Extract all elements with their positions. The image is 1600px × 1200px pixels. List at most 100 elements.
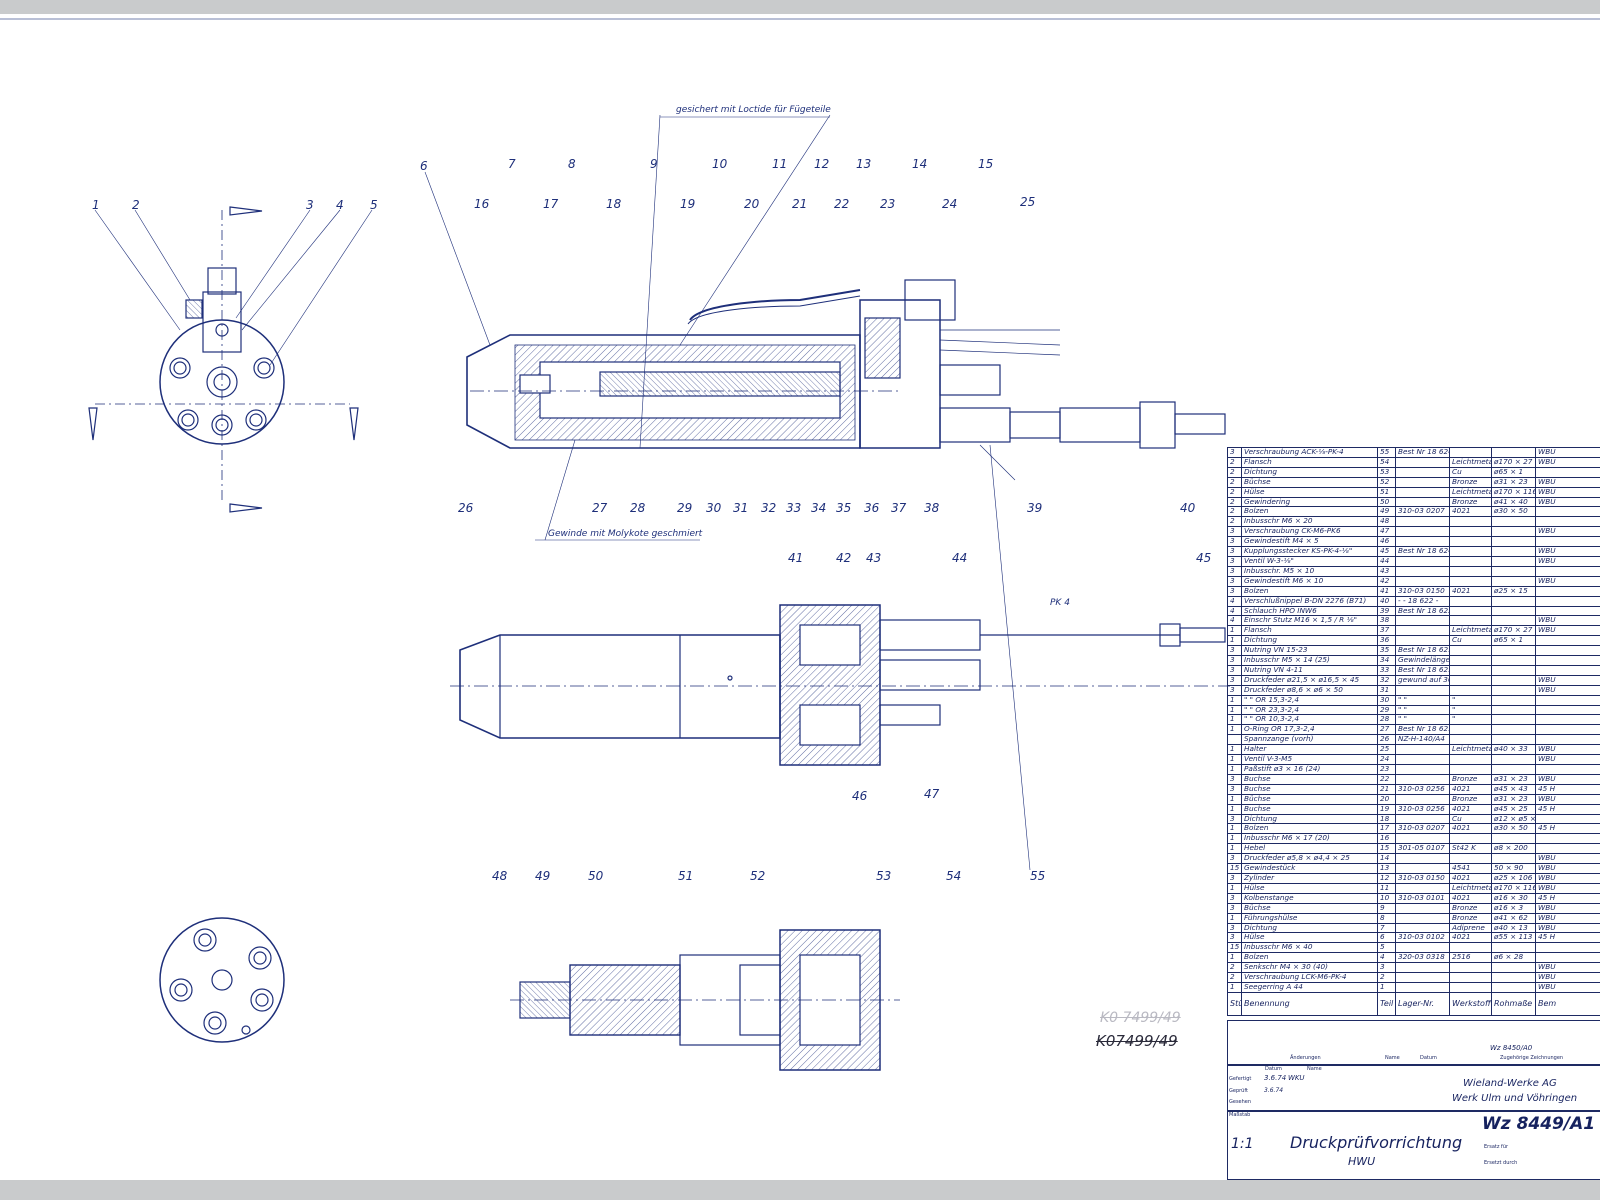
parts-cell: 1 xyxy=(1227,764,1242,775)
parts-cell: 1 xyxy=(1227,981,1242,993)
callout-13: 13 xyxy=(856,157,871,171)
parts-cell: 3 xyxy=(1227,853,1242,865)
parts-cell: 7 xyxy=(1377,922,1396,934)
parts-cell: 4 xyxy=(1227,605,1242,617)
row-label-geprueft: Geprüft xyxy=(1229,1088,1248,1094)
parts-cell: WBU xyxy=(1535,684,1600,696)
parts-cell xyxy=(1449,575,1492,587)
parts-cell: 3 xyxy=(1227,892,1242,904)
parts-cell xyxy=(1535,516,1600,528)
parts-cell xyxy=(1395,744,1450,756)
callout-41: 41 xyxy=(788,551,803,565)
parts-cell xyxy=(1395,536,1450,548)
parts-cell xyxy=(1491,694,1536,706)
parts-cell xyxy=(1395,684,1450,696)
parts-cell: 42 xyxy=(1377,575,1396,587)
related-drawing-number: Wz 8450/A0 xyxy=(1490,1044,1533,1052)
parts-cell: Flansch xyxy=(1241,456,1378,468)
parts-cell xyxy=(1395,882,1450,894)
parts-cell xyxy=(1449,536,1492,548)
parts-cell: 14 xyxy=(1377,853,1396,865)
parts-cell: ø40 × 33 xyxy=(1491,744,1536,756)
parts-cell xyxy=(1491,447,1536,458)
parts-cell xyxy=(1535,585,1600,597)
parts-cell: 47 xyxy=(1377,526,1396,538)
parts-cell: Bolzen xyxy=(1241,823,1378,835)
callout-14: 14 xyxy=(912,157,927,171)
parts-cell: ø25 × 15 xyxy=(1491,585,1536,597)
parts-cell xyxy=(1449,645,1492,657)
parts-header-row: StückBenennungTeilLager-Nr.WerkstoffRohm… xyxy=(1227,991,1600,1016)
parts-cell: Cu xyxy=(1449,813,1492,825)
parts-cell xyxy=(1227,734,1242,746)
callout-35: 35 xyxy=(836,501,851,515)
parts-cell xyxy=(1491,764,1536,775)
parts-cell: Inbusschr M5 × 14 (25) xyxy=(1241,655,1378,666)
parts-cell xyxy=(1491,684,1536,696)
parts-cell: Best Nr 18 621 WKU xyxy=(1395,724,1450,736)
parts-cell: 1 xyxy=(1227,704,1242,716)
parts-cell: O-Ring OR 17,3-2,4 xyxy=(1241,724,1378,736)
parts-cell xyxy=(1491,595,1536,607)
parts-cell: 1 xyxy=(1227,952,1242,964)
parts-cell: ø31 × 23 xyxy=(1491,476,1536,488)
parts-cell xyxy=(1491,605,1536,617)
parts-cell: Gewindering xyxy=(1241,496,1378,508)
parts-cell: 310-03 0256 xyxy=(1395,783,1450,795)
parts-cell: ø12 × ø5 × 1 xyxy=(1491,813,1536,825)
parts-cell xyxy=(1395,912,1450,924)
callout-18: 18 xyxy=(606,197,622,211)
scale-label: Maßstab xyxy=(1229,1112,1251,1118)
parts-cell: 1 xyxy=(1227,744,1242,756)
parts-cell: 48 xyxy=(1377,516,1396,528)
parts-cell: 51 xyxy=(1377,486,1396,498)
callout-11: 11 xyxy=(772,157,787,171)
parts-cell: WBU xyxy=(1535,447,1600,458)
changes-label: Änderungen xyxy=(1290,1055,1321,1061)
parts-cell: 43 xyxy=(1377,565,1396,577)
parts-cell xyxy=(1449,764,1492,775)
parts-cell xyxy=(1395,793,1450,805)
callout-50: 50 xyxy=(588,869,604,883)
parts-cell xyxy=(1535,952,1600,964)
parts-cell: " xyxy=(1449,694,1492,706)
pk-label: PK 4 xyxy=(1050,598,1070,608)
parts-cell: 19 xyxy=(1377,803,1396,815)
callout-2: 2 xyxy=(132,198,140,212)
parts-cell xyxy=(1535,734,1600,746)
parts-cell: 3 xyxy=(1227,536,1242,548)
parts-cell: 49 xyxy=(1377,506,1396,518)
parts-cell xyxy=(1535,714,1600,726)
parts-header-cell: Werkstoff xyxy=(1449,991,1492,1016)
parts-cell xyxy=(1491,981,1536,993)
parts-cell: WBU xyxy=(1535,793,1600,805)
parts-cell: " " OR 23,3-2,4 xyxy=(1241,704,1378,716)
callout-49: 49 xyxy=(535,869,550,883)
callout-22: 22 xyxy=(834,197,849,211)
parts-cell xyxy=(1491,645,1536,657)
callout-33: 33 xyxy=(786,501,801,515)
parts-cell: WBU xyxy=(1535,456,1600,468)
parts-cell: 1 xyxy=(1227,635,1242,647)
parts-cell: 9 xyxy=(1377,902,1396,914)
company-name: Wieland-Werke AG xyxy=(1463,1078,1557,1089)
parts-cell: " xyxy=(1449,704,1492,716)
parts-cell: 3 xyxy=(1227,645,1242,657)
callout-9: 9 xyxy=(650,157,658,171)
parts-cell xyxy=(1395,625,1450,637)
parts-cell: Flansch xyxy=(1241,625,1378,637)
parts-cell: Best Nr 18 624 WKU xyxy=(1395,447,1450,458)
